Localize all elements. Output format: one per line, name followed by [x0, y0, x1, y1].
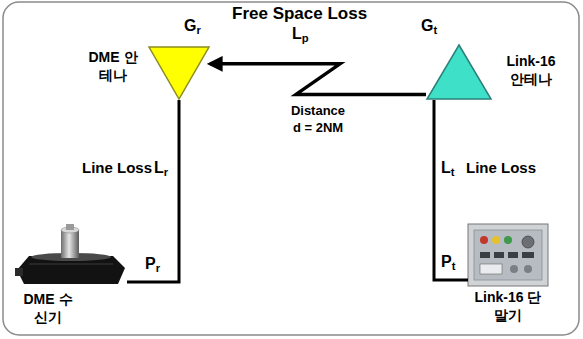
- edge-label: Distance d = 2NM: [288, 102, 348, 136]
- title-label: Free Space Loss: [232, 4, 367, 24]
- signal-zigzag-arrow: [210, 64, 426, 95]
- antenna-triangle: Link-16 안테나: [426, 44, 492, 100]
- outer-frame: [3, 2, 579, 335]
- antenna-symbol: [149, 47, 209, 99]
- node-caption: Link-16 단말기: [468, 288, 548, 324]
- gain-symbol: Gt: [421, 16, 437, 36]
- node-caption: Link-16 안테나: [500, 52, 562, 88]
- terminal-box: Link-16 단말기: [468, 222, 548, 288]
- line-loss-label: Line Loss: [466, 158, 536, 178]
- triangle-outline: [148, 46, 210, 100]
- power-symbol: Pt: [441, 252, 455, 272]
- loss-symbol: Lp: [292, 24, 309, 44]
- line-wire: [434, 100, 468, 280]
- antenna-symbol: [427, 45, 491, 99]
- node-caption: DME 안테나: [84, 48, 142, 84]
- link16-terminal-picture: [468, 224, 548, 286]
- triangle-outline: [426, 44, 492, 100]
- line-wire: [127, 100, 179, 282]
- line-loss-label: Line Loss: [82, 158, 152, 178]
- node-caption: DME 수신기: [18, 290, 78, 326]
- gain-symbol: Gr: [184, 16, 201, 36]
- loss-symbol: Lt: [441, 158, 455, 178]
- power-symbol: Pr: [145, 254, 160, 274]
- dme-receiver-picture: [15, 224, 125, 284]
- receiver-box: DME 수신기: [15, 224, 127, 290]
- loss-symbol: Lr: [154, 158, 168, 178]
- antenna-triangle: DME 안테나: [148, 46, 210, 100]
